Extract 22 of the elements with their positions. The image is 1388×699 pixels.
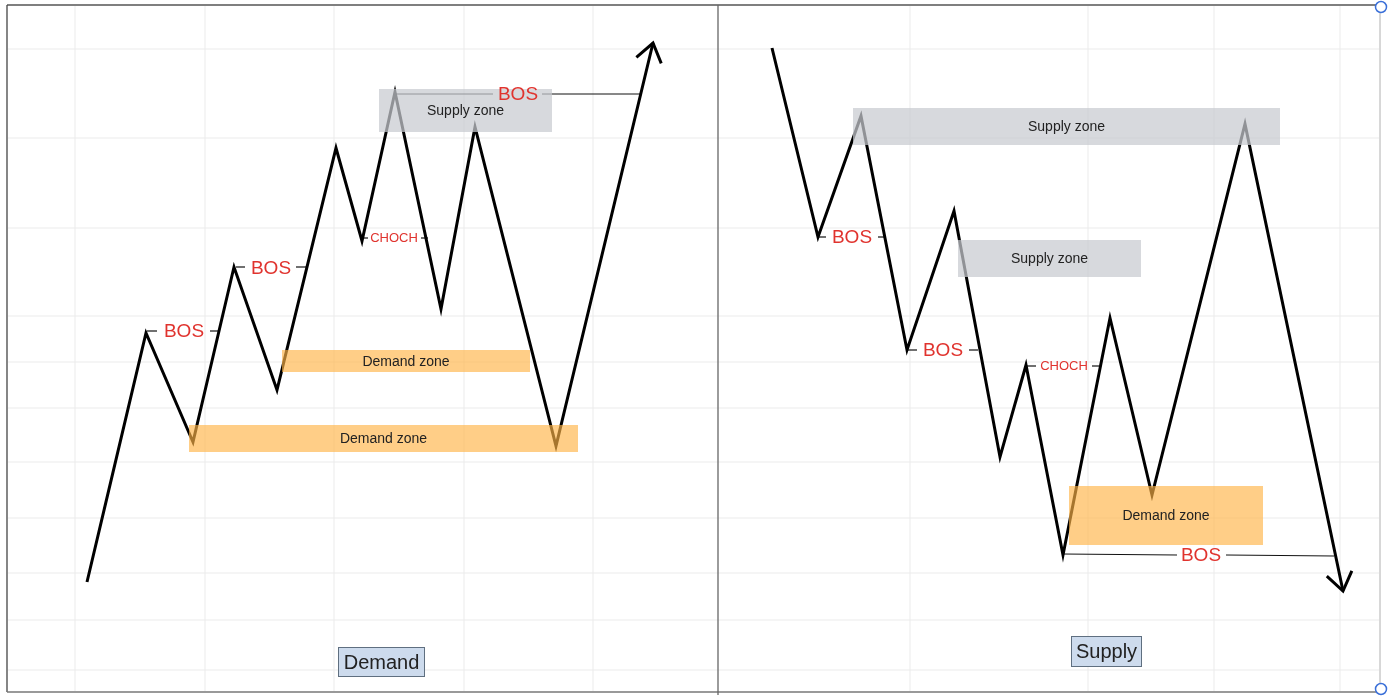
level-label: BOS	[922, 339, 964, 361]
level-label: CHOCH	[370, 230, 418, 246]
level-label: BOS	[163, 320, 205, 342]
zone-label: Supply zone	[1010, 250, 1089, 267]
level-label: BOS	[250, 257, 292, 279]
level-label: BOS	[1180, 544, 1222, 566]
supply-zone	[853, 108, 1280, 145]
supply-zone	[958, 240, 1141, 277]
level-label: CHOCH	[1040, 358, 1088, 374]
zone-label: Supply zone	[1027, 118, 1106, 135]
panel-title: Supply	[1075, 640, 1138, 663]
supply-zone	[379, 89, 552, 132]
demand-zone	[282, 350, 530, 372]
level-label: BOS	[497, 83, 539, 105]
panel-title: Demand	[343, 650, 420, 674]
zone-label: Demand zone	[339, 430, 428, 447]
zone-label: Demand zone	[362, 352, 450, 370]
level-label: BOS	[831, 226, 873, 248]
demand-zone	[189, 425, 578, 452]
demand-zone	[1069, 486, 1263, 545]
zone-label: Demand zone	[1122, 507, 1210, 524]
zone-label: Supply zone	[426, 102, 505, 119]
